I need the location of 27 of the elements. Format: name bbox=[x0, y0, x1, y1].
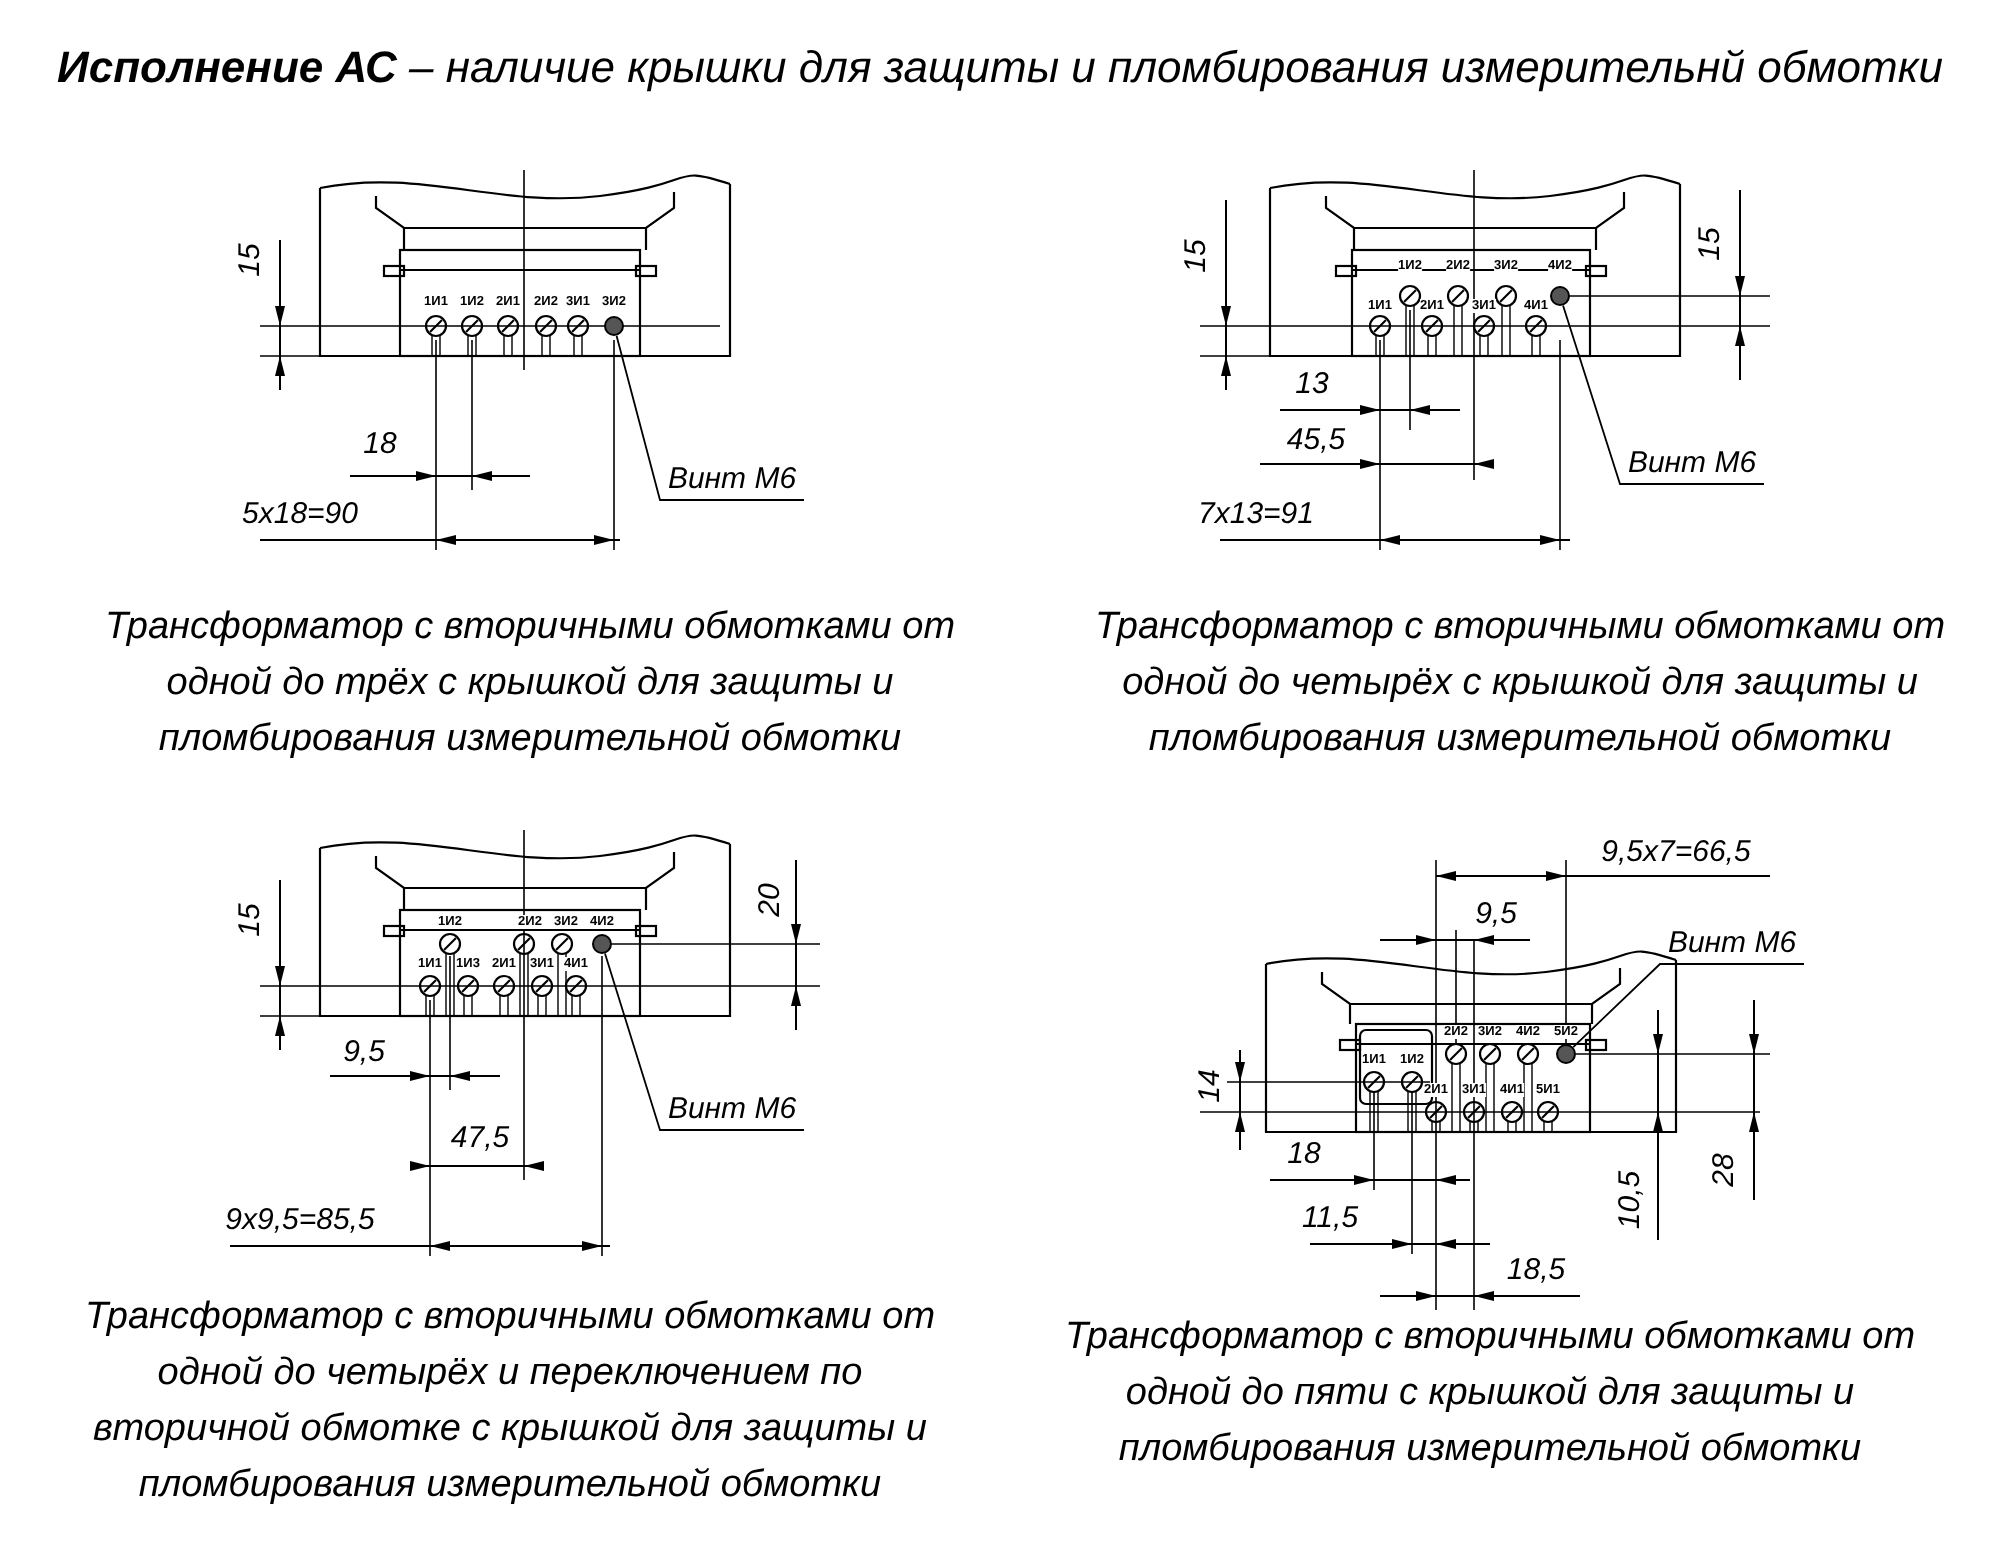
leader-line bbox=[615, 334, 805, 501]
callout-text: Винт М6 bbox=[1620, 444, 1764, 484]
leader-line bbox=[604, 952, 805, 1131]
dimension-label: 45,5 bbox=[1286, 423, 1346, 457]
dimension-label: 10,5 bbox=[1613, 1170, 1647, 1230]
caption: Трансформатор с вторичными обмотками от одной до пяти с крышкой для защиты и пломбирования измерительной обмотки bbox=[1062, 1314, 1918, 1474]
dimension-label: 9,5 bbox=[1475, 897, 1517, 931]
screw-terminal bbox=[604, 316, 624, 336]
dimension-label: 9,5 bbox=[343, 1035, 385, 1069]
caption: Трансформатор с вторичными обмотками от одной до четырёх с крышкой для защиты и пломбирования измерительной обмотки bbox=[1092, 604, 1948, 764]
leader-line bbox=[1562, 304, 1765, 485]
screw-terminal bbox=[592, 934, 612, 954]
dimension-label: 14 bbox=[1193, 1069, 1227, 1103]
screw-terminal bbox=[1556, 1044, 1576, 1064]
caption: Трансформатор с вторичными обмотками от одной до четырёх и переключением по вторичной обмотке с крышкой для защиты и пломбирования измерительной обмотки bbox=[82, 1294, 938, 1510]
dimension-label: 9,5x7=66,5 bbox=[1601, 835, 1751, 869]
callout-text: Винт М6 bbox=[660, 460, 804, 500]
dimension-label: 11,5 bbox=[1301, 1201, 1359, 1235]
dimension-label: 18,5 bbox=[1506, 1253, 1566, 1287]
dimension-label: 47,5 bbox=[450, 1121, 510, 1155]
leader-line bbox=[1572, 963, 1805, 1048]
dimension-label: 9x9,5=85,5 bbox=[225, 1203, 375, 1237]
title: Исполнение АС – наличие крышки для защиты и пломбирования измерительнй обмотки bbox=[55, 40, 1945, 96]
callout-text: Винт М6 bbox=[660, 1090, 804, 1130]
caption: Трансформатор с вторичными обмотками от одной до трёх с крышкой для защиты и пломбирования измерительной обмотки bbox=[102, 604, 958, 764]
screw-terminal bbox=[1550, 286, 1570, 306]
callout-text: Винт М6 bbox=[1660, 924, 1804, 964]
